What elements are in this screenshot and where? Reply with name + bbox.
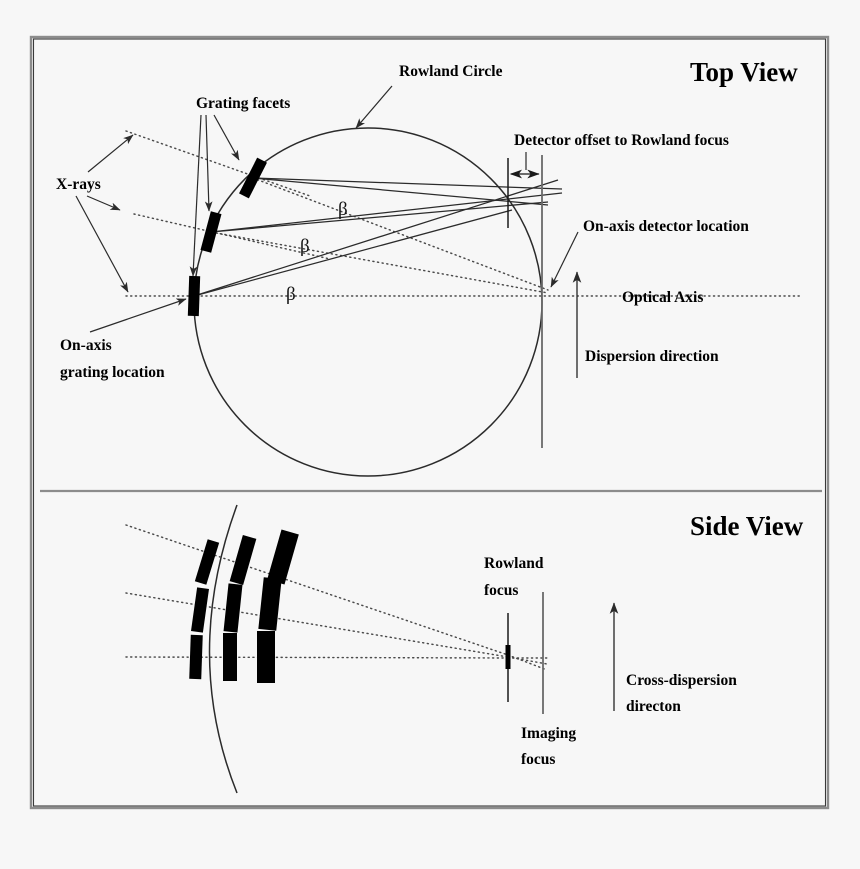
top-view-title: Top View: [690, 57, 798, 87]
rowland-focus-label-line1: Rowland: [484, 555, 544, 572]
side-facet-r2c2: [223, 583, 243, 633]
side-ray-diverge-2: [507, 656, 548, 665]
side-ray-2: [125, 592, 509, 658]
grating-facets-leader-1: [213, 114, 240, 161]
optical-axis-label: Optical Axis: [622, 289, 703, 306]
side-facet-r2c3: [258, 577, 282, 631]
on-axis-grating-label-line2: grating location: [60, 364, 165, 381]
incoming-ray-2: [133, 213, 331, 260]
grating-facets-label: Grating facets: [196, 95, 290, 112]
incoming-ray-1: [125, 130, 311, 197]
side-view-rays: [125, 524, 548, 671]
side-facet-r1c1: [189, 634, 203, 680]
side-facet-r3c2: [229, 535, 257, 585]
diffracted-rays: [193, 177, 563, 297]
diffracted-ray-3b: [193, 209, 513, 297]
grating-facets-leader-3: [189, 114, 202, 277]
top-facet-1: [239, 157, 267, 199]
side-view-panel: Side View Rowland focus Imaging focus Cr…: [125, 504, 804, 794]
incoming-xray-beams: [125, 130, 331, 260]
dispersion-direction-label: Dispersion direction: [585, 348, 719, 365]
side-facet-r1c2: [223, 633, 237, 681]
through-ray-1: [252, 177, 549, 291]
beta-symbol-1: β: [338, 199, 348, 220]
xrays-leader-2: [86, 195, 121, 211]
rowland-circle-label: Rowland Circle: [399, 63, 503, 80]
on-axis-grating-label-line1: On-axis: [60, 337, 112, 354]
side-facet-r3c1: [194, 539, 220, 585]
rowland-circle-leader: [355, 85, 393, 129]
rowland-focus-label-line2: focus: [484, 582, 518, 599]
beta-symbol-2: β: [300, 236, 310, 257]
side-rowland-focus-spot: [505, 645, 511, 669]
frame-inner-hairline: [32, 38, 827, 807]
diffracted-ray-2b: [210, 201, 549, 233]
top-view-leader-arrows: [75, 85, 582, 378]
top-facet-2: [200, 211, 222, 253]
detector-offset-label: Detector offset to Rowland focus: [514, 132, 729, 149]
imaging-focus-label-line1: Imaging: [521, 725, 576, 742]
cross-dispersion-label-line2: directon: [626, 698, 681, 715]
top-view-panel: β β β To: [56, 57, 801, 477]
diffracted-ray-3a: [193, 179, 559, 297]
grating-facets-leader-2: [204, 114, 213, 212]
side-ray-1: [125, 524, 509, 656]
side-view-title: Side View: [690, 511, 804, 541]
figure-frame: [29, 35, 830, 810]
xrays-leader-1: [87, 134, 134, 173]
on-axis-grating-leader: [89, 298, 187, 333]
side-grating-arc: [208, 504, 238, 794]
diffracted-ray-1b: [252, 177, 549, 206]
diffracted-ray-2a: [210, 192, 563, 233]
on-axis-detector-leader: [550, 231, 579, 288]
side-facet-r2c1: [190, 587, 210, 633]
diffracted-ray-1a: [252, 177, 563, 190]
side-grating-facets: [189, 529, 299, 683]
xrays-label: X-rays: [56, 176, 101, 193]
side-ray-3: [125, 656, 509, 659]
xrays-leader-3: [75, 195, 129, 293]
frame-outer: [29, 35, 830, 810]
through-ray-continuations: [210, 177, 549, 294]
imaging-focus-label-line2: focus: [521, 751, 555, 768]
top-facet-3: [187, 275, 201, 317]
on-axis-detector-label: On-axis detector location: [583, 218, 749, 235]
side-facet-r1c3: [257, 631, 275, 683]
beta-symbol-3: β: [286, 284, 296, 305]
top-grating-facets: [187, 157, 267, 317]
cross-dispersion-label-line1: Cross-dispersion: [626, 672, 737, 689]
through-ray-2: [210, 231, 549, 294]
side-facet-r3c3: [267, 529, 299, 585]
